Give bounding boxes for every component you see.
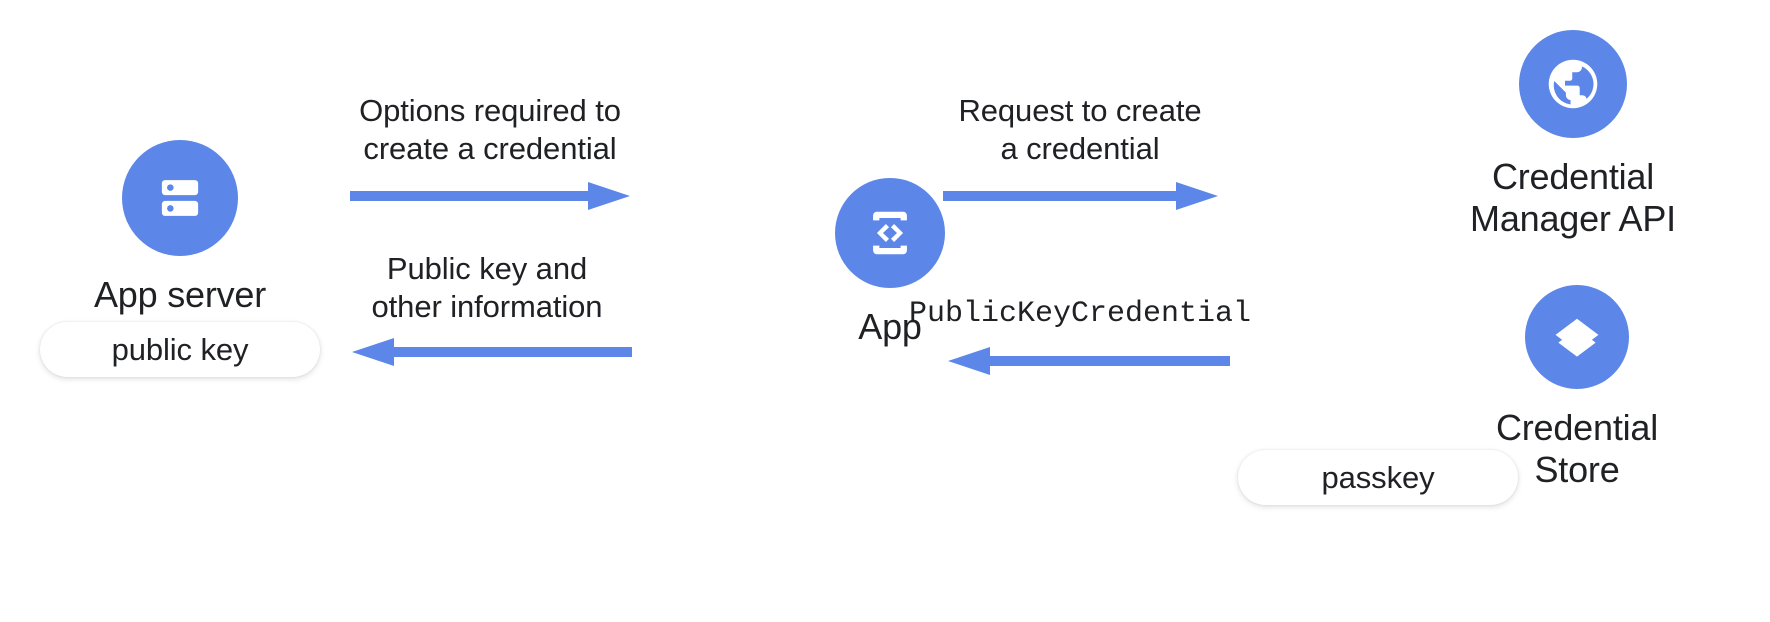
passkey-pill-label: passkey <box>1321 459 1435 495</box>
passkey-pill: passkey <box>1238 450 1518 505</box>
flow-public-key-credential: PublicKeyCredential <box>908 295 1252 379</box>
public-key-pill-label: public key <box>111 331 249 367</box>
credential-manager-api-label: Credential Manager API <box>1470 156 1676 239</box>
flow-public-key-and-other-information: Public key and other information <box>322 250 652 370</box>
arrow-right-icon <box>942 178 1218 214</box>
arrow-left-icon <box>930 343 1230 379</box>
flow-public-key-credential-label: PublicKeyCredential <box>908 297 1252 331</box>
globe-public-icon <box>1542 53 1604 115</box>
node-app-server: App server <box>80 140 280 316</box>
node-credential-store: Credential Store <box>1452 285 1702 491</box>
app-label: App <box>858 306 922 347</box>
public-key-pill: public key <box>40 322 320 377</box>
app-code-phone-icon <box>861 204 919 262</box>
server-icon <box>151 169 209 227</box>
node-app: App <box>790 178 990 348</box>
flow-public-key-and-other-information-label: Public key and other information <box>371 251 603 324</box>
credential-manager-api-circle <box>1519 30 1627 138</box>
credential-store-circle <box>1525 285 1629 389</box>
node-credential-manager-api: Credential Manager API <box>1448 30 1698 240</box>
flow-request-to-create-label: Request to create a credential <box>958 93 1202 166</box>
layers-stack-icon <box>1549 309 1605 365</box>
app-server-label: App server <box>93 274 267 315</box>
app-circle <box>835 178 945 288</box>
app-server-circle <box>122 140 238 256</box>
arrow-left-icon <box>342 334 632 370</box>
flow-options-required: Options required to create a credential <box>330 92 650 214</box>
flow-options-required-label: Options required to create a credential <box>359 93 621 166</box>
arrow-right-icon <box>350 178 630 214</box>
credential-store-label: Credential Store <box>1495 407 1659 490</box>
flow-request-to-create: Request to create a credential <box>925 92 1235 214</box>
